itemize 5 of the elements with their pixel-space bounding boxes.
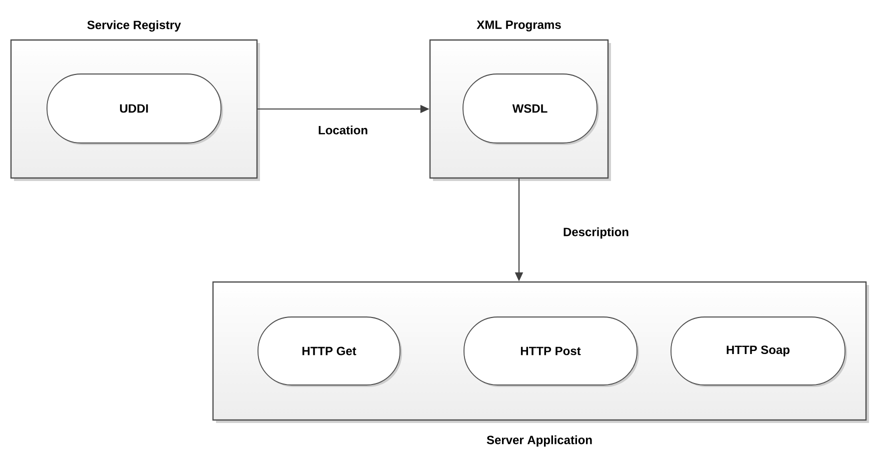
edge-label: Location xyxy=(317,124,369,136)
box-heading: Service Registry xyxy=(87,20,181,32)
box-heading: XML Programs xyxy=(476,20,561,32)
box-heading: Server Application xyxy=(486,435,592,447)
edge-label: Description xyxy=(562,226,630,240)
